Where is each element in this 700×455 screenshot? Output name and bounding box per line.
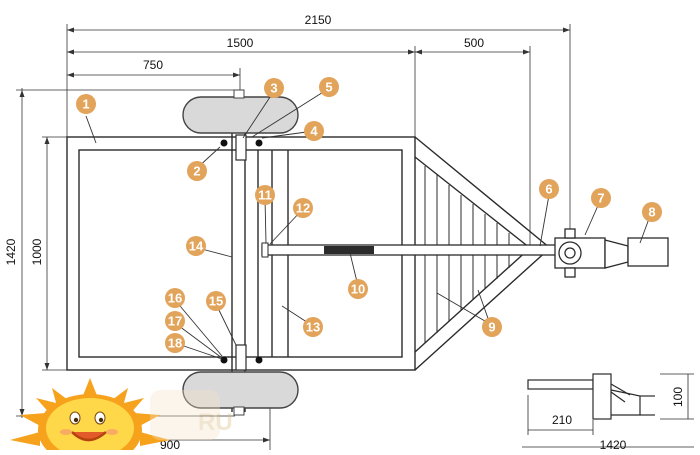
callout-number: 13 <box>306 320 320 335</box>
callout-number: 17 <box>168 314 182 329</box>
callout-number: 11 <box>258 188 272 203</box>
watermark: RU <box>150 390 233 440</box>
dim-overall-length: 2150 <box>305 13 332 27</box>
callout-18: 18 <box>165 333 185 353</box>
callout-13: 13 <box>303 317 323 337</box>
callout-circle <box>206 291 226 311</box>
callout-circle <box>642 202 662 222</box>
callout-number: 12 <box>296 201 310 216</box>
sun-mascot-icon <box>10 378 170 455</box>
dim-bottom-left: 900 <box>160 438 180 450</box>
watermark-text: RU <box>198 409 233 436</box>
dim-drawbar: 500 <box>464 36 484 50</box>
dimension-arrows <box>19 27 570 443</box>
callout-11: 11 <box>255 185 275 205</box>
hitch-coupling <box>554 228 669 278</box>
dim-axle-position: 750 <box>143 58 163 72</box>
callout-number: 9 <box>488 320 495 335</box>
callout-8: 8 <box>642 202 662 222</box>
callout-circle <box>187 161 207 181</box>
callout-circle <box>293 198 313 218</box>
callout-circle <box>482 317 502 337</box>
callout-circle <box>165 333 185 353</box>
dim-overall-width: 1420 <box>4 238 18 265</box>
callout-number: 2 <box>193 164 200 179</box>
callout-16: 16 <box>165 288 185 308</box>
callout-circle <box>591 188 611 208</box>
callout-circle <box>304 121 324 141</box>
callout-circle <box>76 94 96 114</box>
callout-6: 6 <box>539 179 559 199</box>
central-tube <box>261 242 558 258</box>
callout-circle <box>348 279 368 299</box>
callout-3: 3 <box>264 78 284 98</box>
callout-circle <box>165 288 185 308</box>
callout-4: 4 <box>304 121 324 141</box>
callout-circle <box>255 185 275 205</box>
callout-9: 9 <box>482 317 502 337</box>
callout-14: 14 <box>186 236 206 256</box>
callout-circle <box>303 317 323 337</box>
callout-circle <box>264 78 284 98</box>
callout-number: 8 <box>648 205 655 220</box>
callout-2: 2 <box>187 161 207 181</box>
callout-5: 5 <box>319 77 339 97</box>
trailer-frame <box>66 100 552 412</box>
callout-circle <box>319 77 339 97</box>
callout-10: 10 <box>348 279 368 299</box>
dim-detail-height: 100 <box>671 387 685 407</box>
callout-12: 12 <box>293 198 313 218</box>
wheel-bottom <box>182 371 299 416</box>
callout-number: 10 <box>351 282 365 297</box>
detail-inset <box>522 373 694 448</box>
callout-circle <box>539 179 559 199</box>
callout-1: 1 <box>76 94 96 114</box>
callout-number: 1 <box>82 97 89 112</box>
callout-number: 15 <box>209 294 223 309</box>
callout-17: 17 <box>165 311 185 331</box>
callout-number: 5 <box>325 80 332 95</box>
callout-number: 3 <box>270 81 277 96</box>
callout-number: 4 <box>310 124 318 139</box>
dim-frame-width: 1000 <box>30 238 44 265</box>
callout-number: 14 <box>189 239 204 254</box>
callout-15: 15 <box>206 291 226 311</box>
dim-frame-to-hitch: 1500 <box>227 36 254 50</box>
suspension-bottom <box>220 344 263 371</box>
callout-circle <box>186 236 206 256</box>
dim-detail-length: 210 <box>552 413 572 427</box>
callout-number: 16 <box>168 291 182 306</box>
suspension-top <box>220 134 263 161</box>
callout-number: 6 <box>545 182 552 197</box>
wheel-top <box>182 89 299 134</box>
callout-7: 7 <box>591 188 611 208</box>
callout-circle <box>165 311 185 331</box>
dim-detail-total: 1420 <box>600 438 627 450</box>
callout-number: 7 <box>597 191 604 206</box>
callout-number: 18 <box>168 336 182 351</box>
